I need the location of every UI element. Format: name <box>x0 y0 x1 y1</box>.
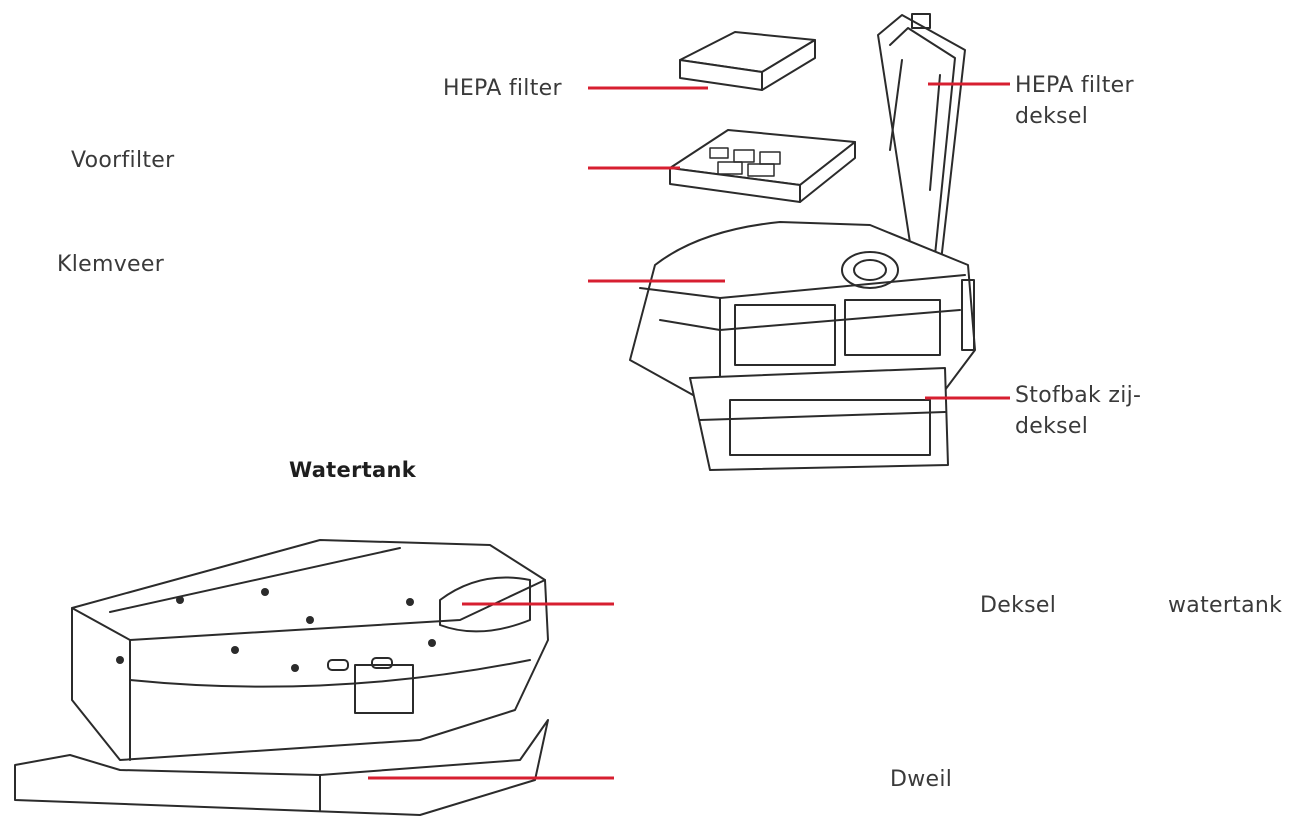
hepa-filter-cover-part <box>877 13 966 276</box>
label-mop: Dweil <box>890 767 953 792</box>
label-hepa-filter-cover-line2: deksel <box>1015 104 1089 129</box>
label-dustbin-side-cover: Stofbak zij- deksel <box>1015 380 1165 442</box>
label-dustbin-side-cover-line2: deksel <box>1015 414 1089 439</box>
leader-lines <box>368 82 1010 780</box>
label-watertank-cover-1: Deksel <box>980 593 1057 618</box>
label-prefilter: Voorfilter <box>71 148 175 173</box>
label-clamp-spring: Klemveer <box>57 252 165 277</box>
dustbin-part <box>629 221 976 471</box>
label-watertank-title: Watertank <box>289 458 417 482</box>
label-hepa-filter: HEPA filter <box>443 76 562 101</box>
label-hepa-filter-cover-line1: HEPA filter <box>1015 73 1134 98</box>
label-hepa-filter-cover: HEPA filter deksel <box>1015 70 1165 132</box>
prefilter-part <box>669 129 856 203</box>
label-watertank-cover-2: watertank <box>1168 593 1283 618</box>
label-dustbin-side-cover-line1: Stofbak zij- <box>1015 383 1142 408</box>
hepa-filter-part <box>679 31 816 91</box>
watertank-part <box>14 539 549 816</box>
